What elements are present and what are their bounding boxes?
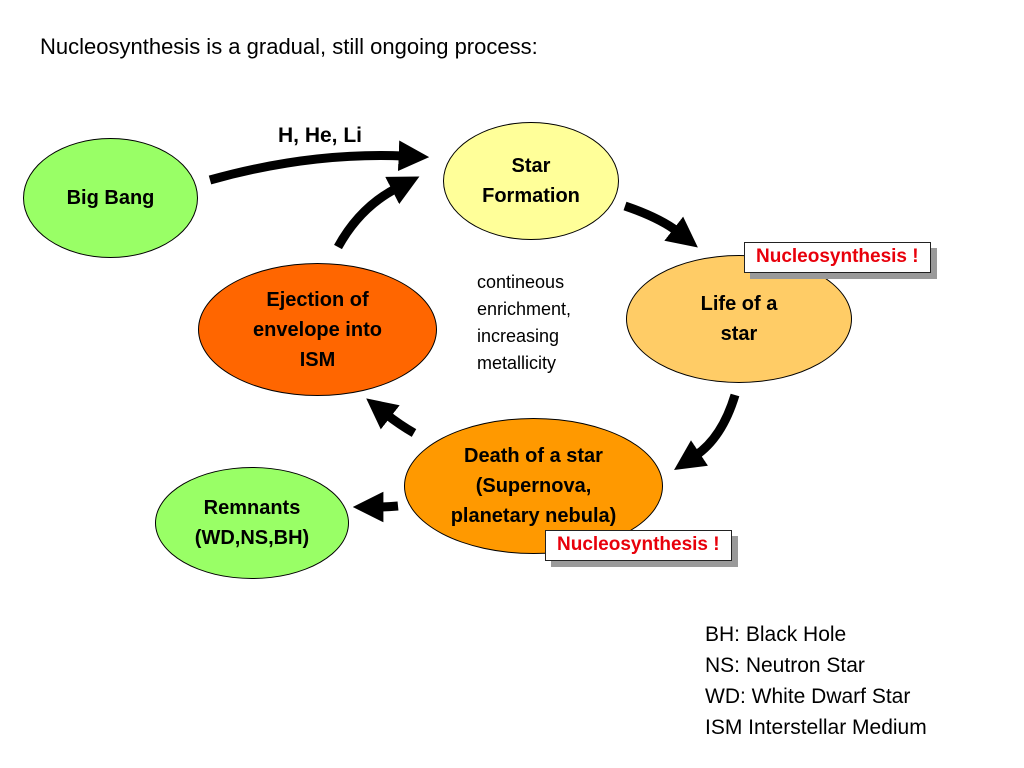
callout-nucleosynthesis-life: Nucleosynthesis ! bbox=[744, 242, 931, 273]
node-life-of-star-label: Life of a star bbox=[700, 293, 778, 345]
arrow-ejection-to-star-formation bbox=[334, 176, 420, 250]
legend: BH: Black Hole NS: Neutron Star WD: Whit… bbox=[705, 619, 927, 743]
arrow-star-formation-to-life bbox=[623, 201, 698, 248]
flow-label-h-he-li: H, He, Li bbox=[278, 124, 363, 147]
center-note: contineous enrichment, increasing metall… bbox=[477, 272, 572, 373]
legend-item-wd: WD: White Dwarf Star bbox=[705, 685, 911, 709]
node-ejection-of-envelope: Ejection of envelope into ISM bbox=[198, 263, 437, 396]
node-star-formation-label: Star Formation bbox=[482, 155, 580, 207]
node-remnants-label: Remnants (WD,NS,BH) bbox=[194, 497, 310, 549]
legend-item-ism: ISM Interstellar Medium bbox=[705, 716, 927, 740]
node-big-bang-label: Big Bang bbox=[66, 187, 155, 209]
node-life-of-star: Life of a star bbox=[626, 255, 852, 383]
node-remnants: Remnants (WD,NS,BH) bbox=[155, 467, 349, 579]
node-death-of-star-label: Death of a star (Supernova, planetary ne… bbox=[450, 445, 617, 527]
node-ejection-of-envelope-label: Ejection of envelope into ISM bbox=[253, 288, 382, 371]
callout-nucleosynthesis-death: Nucleosynthesis ! bbox=[545, 530, 732, 561]
page-heading: Nucleosynthesis is a gradual, still ongo… bbox=[40, 34, 538, 59]
legend-item-bh: BH: Black Hole bbox=[705, 623, 847, 646]
arrow-death-to-remnants bbox=[352, 491, 399, 523]
arrow-life-to-death bbox=[674, 393, 740, 470]
node-big-bang: Big Bang bbox=[23, 138, 198, 258]
node-star-formation: Star Formation bbox=[443, 122, 619, 240]
legend-item-ns: NS: Neutron Star bbox=[705, 654, 865, 678]
arrow-death-to-ejection bbox=[366, 398, 417, 437]
arrow-big-bang-to-star-formation bbox=[208, 140, 430, 185]
